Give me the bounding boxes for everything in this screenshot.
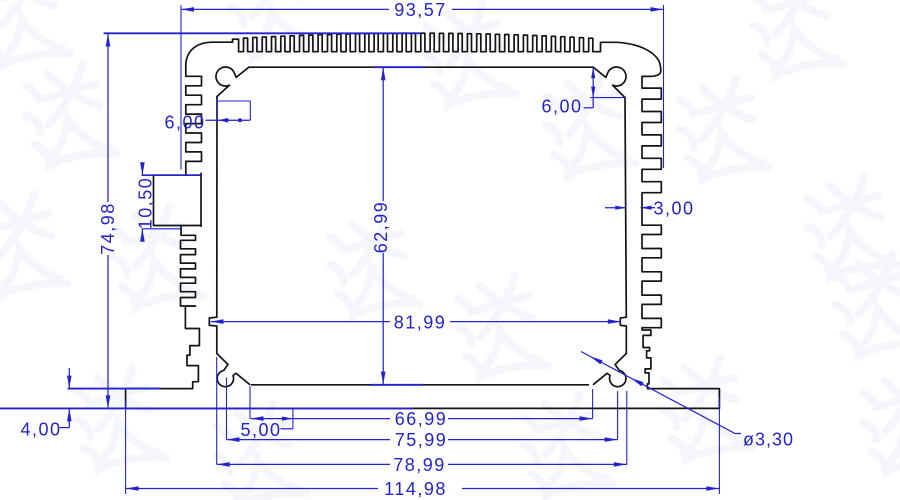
svg-text:74,98: 74,98 — [98, 202, 118, 255]
svg-text:ø3,30: ø3,30 — [743, 430, 794, 450]
svg-text:6,00: 6,00 — [164, 113, 205, 133]
svg-text:81,99: 81,99 — [394, 313, 447, 333]
svg-text:10,50: 10,50 — [136, 177, 156, 230]
svg-text:114,98: 114,98 — [384, 479, 447, 499]
svg-text:3,00: 3,00 — [653, 199, 694, 219]
svg-text:4,00: 4,00 — [20, 420, 61, 440]
svg-text:6,00: 6,00 — [541, 97, 582, 117]
svg-text:5,00: 5,00 — [240, 420, 281, 440]
svg-text:66,99: 66,99 — [395, 409, 448, 429]
svg-text:93,57: 93,57 — [394, 0, 447, 20]
svg-text:62,99: 62,99 — [371, 201, 391, 254]
svg-text:75,99: 75,99 — [395, 430, 448, 450]
svg-text:78,99: 78,99 — [393, 455, 446, 475]
